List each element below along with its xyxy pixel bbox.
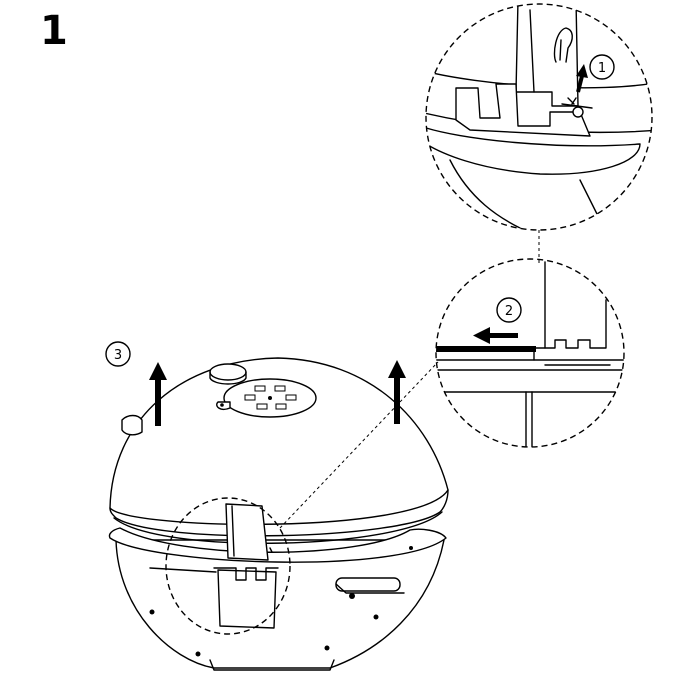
detail-view-1: 1 bbox=[425, 3, 653, 231]
bowl-vent bbox=[409, 546, 413, 550]
bowl-vent bbox=[149, 609, 155, 615]
side-rod bbox=[149, 567, 217, 573]
bowl-rim bbox=[108, 527, 447, 563]
callout-2: 2 bbox=[496, 297, 522, 323]
pin-arrow bbox=[576, 64, 588, 93]
grill-lid bbox=[109, 357, 449, 537]
grill-base bbox=[209, 659, 335, 671]
cotter-pin bbox=[553, 27, 573, 63]
detail-view-2: 2 bbox=[435, 258, 625, 448]
lid-clamp bbox=[213, 503, 279, 629]
lift-arrow-right bbox=[388, 360, 406, 424]
callout-1: 1 bbox=[589, 54, 615, 80]
bowl-vent bbox=[324, 645, 330, 651]
detail-circle-grill bbox=[165, 497, 291, 635]
bowl-vent bbox=[373, 614, 379, 620]
lift-arrow-left bbox=[149, 362, 167, 426]
callout-3-label: 3 bbox=[114, 348, 122, 363]
leader-line bbox=[279, 361, 439, 529]
bowl-vent bbox=[195, 651, 201, 657]
pull-arrow bbox=[473, 327, 518, 344]
callout-1-label: 1 bbox=[598, 61, 606, 76]
grill-illustration bbox=[108, 357, 449, 671]
lid-chimney bbox=[209, 363, 247, 385]
callout-3: 3 bbox=[105, 341, 131, 367]
side-handle bbox=[335, 577, 405, 599]
grill-bowl bbox=[115, 539, 445, 669]
lid-hook bbox=[121, 414, 143, 436]
step-number: 1 bbox=[40, 8, 68, 54]
top-vent bbox=[216, 378, 317, 418]
callout-2-label: 2 bbox=[505, 304, 513, 319]
